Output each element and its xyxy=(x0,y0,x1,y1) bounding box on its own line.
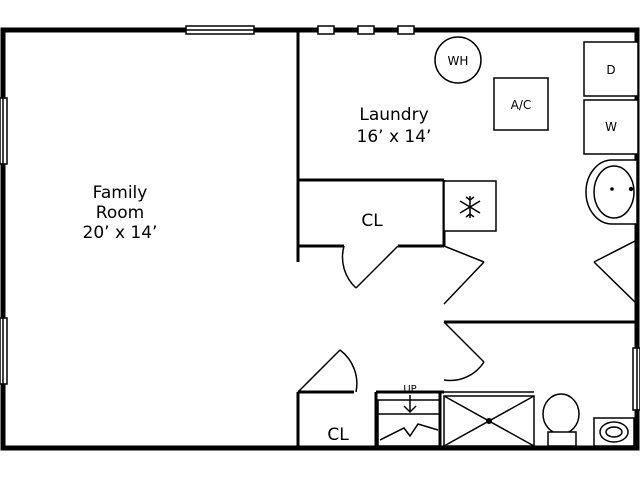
laundry-label: Laundry xyxy=(359,105,428,125)
windows xyxy=(0,25,640,411)
dryer: D xyxy=(583,41,639,97)
water-heater-label: WH xyxy=(448,54,469,68)
doors xyxy=(297,239,638,393)
closet-lower-label: CL xyxy=(327,425,349,445)
dryer-label: D xyxy=(606,63,615,77)
laundry-size: 16’ x 14’ xyxy=(357,127,432,147)
laundry-sink xyxy=(585,159,638,225)
closet-upper-label: CL xyxy=(361,211,383,231)
family-room-label-2: Room xyxy=(96,203,144,223)
family-room-label: Family xyxy=(93,183,148,203)
bath-sink xyxy=(593,417,635,447)
washer: W xyxy=(583,99,639,155)
family-room-size: 20’ x 14’ xyxy=(83,223,158,243)
toilet xyxy=(542,393,580,447)
water-heater: WH xyxy=(434,36,482,84)
stairs-up-label: UP xyxy=(403,384,416,395)
air-conditioner: A/C xyxy=(493,77,549,131)
freezer-box xyxy=(443,180,497,232)
shower xyxy=(443,391,535,447)
air-conditioner-label: A/C xyxy=(511,98,532,112)
washer-label: W xyxy=(605,120,617,134)
snowflake-icon xyxy=(459,196,481,218)
stairs: UP xyxy=(377,384,441,447)
